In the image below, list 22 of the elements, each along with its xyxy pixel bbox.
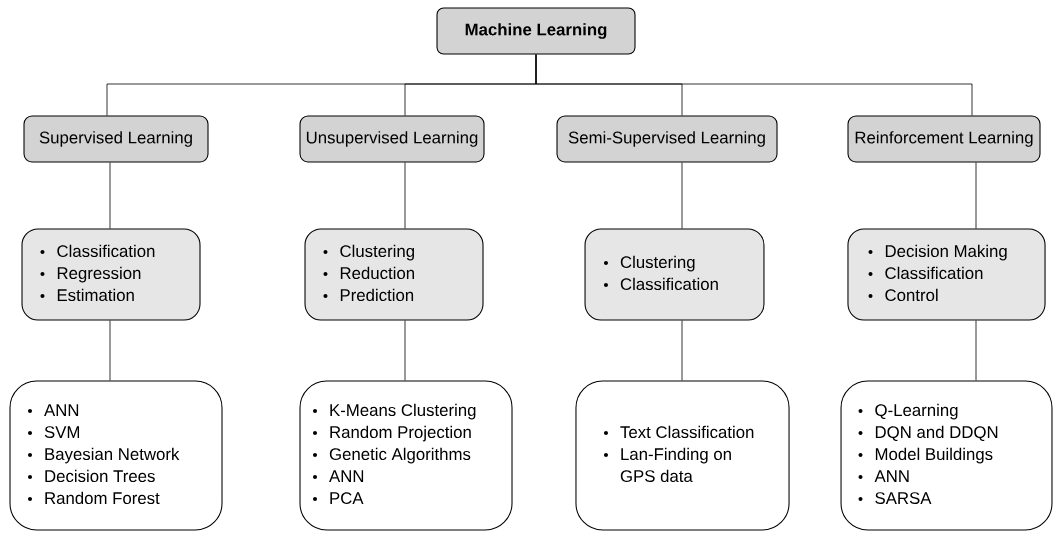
algorithm-box: K-Means Clustering Random Projection Genetic Algorithms ANN PCA xyxy=(299,380,513,531)
task-box: Clustering Reduction Prediction xyxy=(304,228,484,321)
connector-line xyxy=(975,162,977,229)
connector-line xyxy=(404,320,406,381)
connector-line xyxy=(681,320,683,381)
algorithm-box: Text Classification Lan-Finding on GPS data xyxy=(575,380,790,531)
connector-line xyxy=(109,162,111,229)
task-box: Clustering Classification xyxy=(584,228,765,321)
task-box: Decision Making Classification Control xyxy=(847,228,1046,321)
category-box: Supervised Learning xyxy=(23,115,209,163)
connector-line xyxy=(109,320,111,381)
connector-line xyxy=(535,54,973,116)
task-box: Classification Regression Estimation xyxy=(21,228,201,321)
category-box: Unsupervised Learning xyxy=(299,115,485,163)
title-box: Machine Learning xyxy=(436,7,636,55)
connector-line xyxy=(975,320,977,381)
connector-line xyxy=(681,162,683,229)
category-box: Semi-Supervised Learning xyxy=(556,115,778,163)
algorithm-box: ANN SVM Bayesian Network Decision Trees Random Forest xyxy=(9,380,223,531)
category-box: Reinforcement Learning xyxy=(847,115,1041,163)
connector-line xyxy=(404,162,406,229)
algorithm-box: Q-Learning DQN and DDQN Model Buildings ANN SARSA xyxy=(840,380,1053,531)
